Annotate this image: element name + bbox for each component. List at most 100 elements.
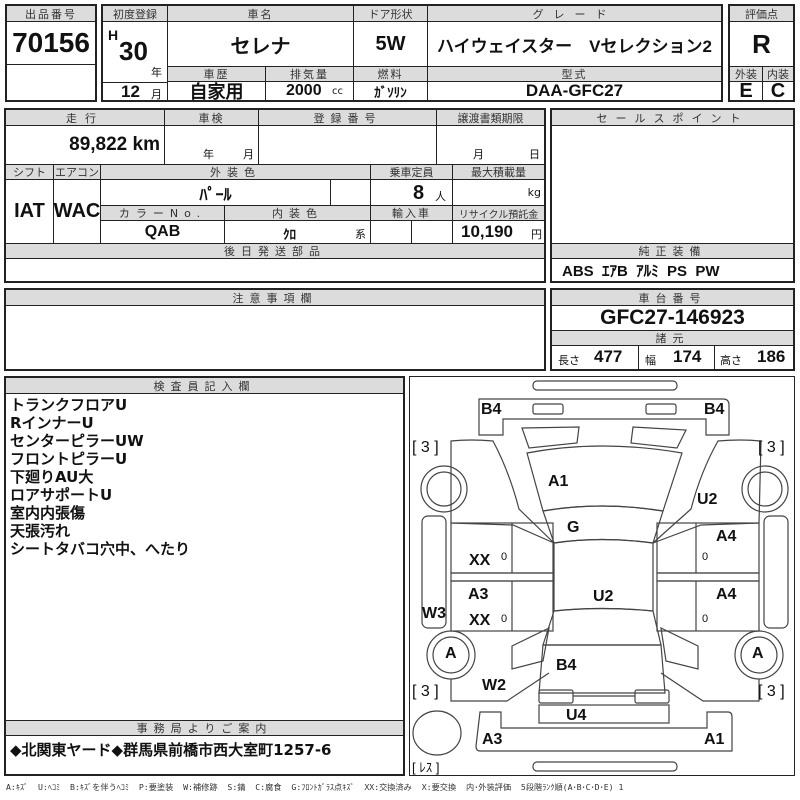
color-no-label: カラーNo. xyxy=(100,205,224,221)
mark-b4-front-right: B4 xyxy=(704,401,725,418)
grade-label: グレード xyxy=(427,6,721,22)
note-line: 下廻りAU大 xyxy=(10,468,94,486)
mark-xx-front-left-door: XX xyxy=(469,552,491,569)
zero-rr: 0 xyxy=(702,613,709,625)
capacity-value: 8 人 xyxy=(370,180,452,205)
model-value: DAA-GFC27 xyxy=(427,82,721,100)
mark-a1-hood: A1 xyxy=(548,473,569,490)
lot-number: 70156 xyxy=(12,27,90,58)
mark-a1-rear-bumper: A1 xyxy=(704,731,725,748)
inspector-notes: トランクフロアU RインナーU センターピラーUW フロントピラーU 下廻りAU… xyxy=(10,396,190,558)
height-cell: 高さ 186 xyxy=(714,346,793,369)
tire-tread-front-left: [ 3 ] xyxy=(412,439,439,456)
ac-label: エアコン xyxy=(53,164,100,180)
first-reg-month: 12 月 xyxy=(121,82,162,101)
lot-label: 出品番号 xyxy=(7,6,95,22)
note-line: シートタバコ穴中、へたり xyxy=(10,540,191,558)
grade-value: ハイウェイスター Vセレクション2 xyxy=(427,22,721,66)
model-label: 型式 xyxy=(427,66,721,82)
score-label: 評価点 xyxy=(730,6,793,22)
note-line: RインナーU xyxy=(10,414,94,432)
inspector-box: 検査員記入欄 トランクフロアU RインナーU センターピラーUW フロントピラー… xyxy=(4,376,405,776)
shift-value: IAT xyxy=(14,200,45,222)
mark-a-wheel-right: A xyxy=(752,645,764,662)
chassis-label: 車台番号 xyxy=(552,290,793,306)
score-value: R xyxy=(752,28,771,59)
office-label: 事務局よりご案内 xyxy=(6,720,403,736)
capacity-label: 乗車定員 xyxy=(370,164,452,180)
mark-u4-rear-gate: U4 xyxy=(566,707,587,724)
zero-rl: 0 xyxy=(501,613,508,625)
displacement-value: 2000 cc xyxy=(265,82,353,100)
sales-point-box: セールスポイント 純正装備 ABS ｴｱB ｱﾙﾐ PS PW xyxy=(550,108,795,283)
mark-a4-rear-right-door: A4 xyxy=(716,586,737,603)
office-value: ◆北関東ヤード◆群馬県前橋市西大室町1257-6 xyxy=(10,740,332,759)
specs-label: 諸元 xyxy=(552,330,793,346)
car-diagram: B4 B4 A1 U2 G XX A4 A3 XX W3 U2 A4 A A B… xyxy=(409,376,795,776)
door-label: ドア形状 xyxy=(353,6,427,22)
mark-w2-rear-left: W2 xyxy=(482,677,506,694)
zero-fl: 0 xyxy=(501,551,508,563)
history-value: 自家用 xyxy=(167,82,265,100)
inspector-label: 検査員記入欄 xyxy=(6,378,403,394)
int-color-label: 内装色 xyxy=(224,205,370,221)
ac-value: WAC xyxy=(53,180,100,243)
mark-u2-front-right: U2 xyxy=(697,491,718,508)
zero-fr: 0 xyxy=(702,551,709,563)
mark-xx-rear-left-door: XX xyxy=(469,612,491,629)
mark-b4-front-left: B4 xyxy=(481,401,502,418)
lot-box: 出品番号 70156 xyxy=(5,4,97,102)
width-cell: 幅 174 xyxy=(638,346,714,369)
color-no-value: QAB xyxy=(100,221,224,243)
fuel-value: ｶﾞｿﾘﾝ xyxy=(353,82,427,100)
plate-label: 登録番号 xyxy=(258,110,436,126)
fuel-label: 燃料 xyxy=(353,66,427,82)
inspection-value: 年 月 xyxy=(164,126,258,164)
first-reg-year: H 30 年 xyxy=(108,27,162,79)
ext-color-label: 外装色 xyxy=(100,164,370,180)
transfer-value: 月 日 xyxy=(436,126,544,164)
note-line: トランクフロアU xyxy=(10,396,128,414)
caution-label: 注意事項欄 xyxy=(6,290,544,306)
score-box: 評価点 R 外装 内装 E C xyxy=(728,4,795,102)
chassis-value: GFC27-146923 xyxy=(600,306,745,329)
length-cell: 長さ 477 xyxy=(558,347,623,367)
spare-tire: [ ﾚｽ ] xyxy=(412,760,440,775)
first-reg-label: 初度登録 xyxy=(103,6,167,22)
car-name: セレナ xyxy=(167,22,353,66)
note-line: 天張汚れ xyxy=(10,522,71,540)
transfer-label: 譲渡書類期限 xyxy=(436,110,544,126)
legend: A:ｷｽﾞ U:ﾍｺﾐ B:ｷｽﾞを伴うﾍｺﾐ P:要塗装 W:補修跡 S:錆 … xyxy=(6,782,624,792)
tire-tread-front-right: [ 3 ] xyxy=(758,439,785,456)
mark-a3-rear-bumper: A3 xyxy=(482,731,503,748)
door-value: 5W xyxy=(353,22,427,66)
shift-label: シフト xyxy=(6,164,53,180)
max-load-value: kg xyxy=(452,180,544,205)
int-score-label: 内装 xyxy=(762,66,793,82)
mark-u2-roof: U2 xyxy=(593,588,614,605)
car-outline-icon xyxy=(412,380,789,772)
details-box: 走行 89,822 km 車検 年 月 登録番号 譲渡書類期限 月 日 シフト … xyxy=(4,108,546,283)
tire-tread-rear-left: [ 3 ] xyxy=(412,683,439,700)
equipment-value: ABS ｴｱB ｱﾙﾐ PS PW xyxy=(562,262,720,280)
note-line: センターピラーUW xyxy=(10,432,144,450)
mark-g-windshield: G xyxy=(567,519,580,536)
mark-a4-front-right-door: A4 xyxy=(716,528,737,545)
mark-a-wheel-left: A xyxy=(445,645,457,662)
displacement-label: 排気量 xyxy=(265,66,353,82)
vehicle-info-box: 初度登録 H 30 年 12 月 車名 セレナ 車歴 自家用 排気量 2000 … xyxy=(101,4,723,102)
later-parts-label: 後日発送部品 xyxy=(6,243,544,259)
max-load-label: 最大積載量 xyxy=(452,164,544,180)
equipment-label: 純正装備 xyxy=(552,243,793,259)
import-label: 輸入車 xyxy=(370,205,452,221)
history-label: 車歴 xyxy=(167,66,265,82)
caution-box: 注意事項欄 xyxy=(4,288,546,371)
ext-score: E xyxy=(739,82,753,100)
mark-b4-rear: B4 xyxy=(556,657,577,674)
mark-a3-rear-left-door: A3 xyxy=(468,586,489,603)
mileage-label: 走行 xyxy=(6,110,164,126)
recycle-label: リサイクル預託金 xyxy=(452,205,544,221)
ext-color-value: ﾊﾟｰﾙ xyxy=(100,180,330,205)
int-score: C xyxy=(762,82,793,100)
plate-value xyxy=(258,126,436,164)
